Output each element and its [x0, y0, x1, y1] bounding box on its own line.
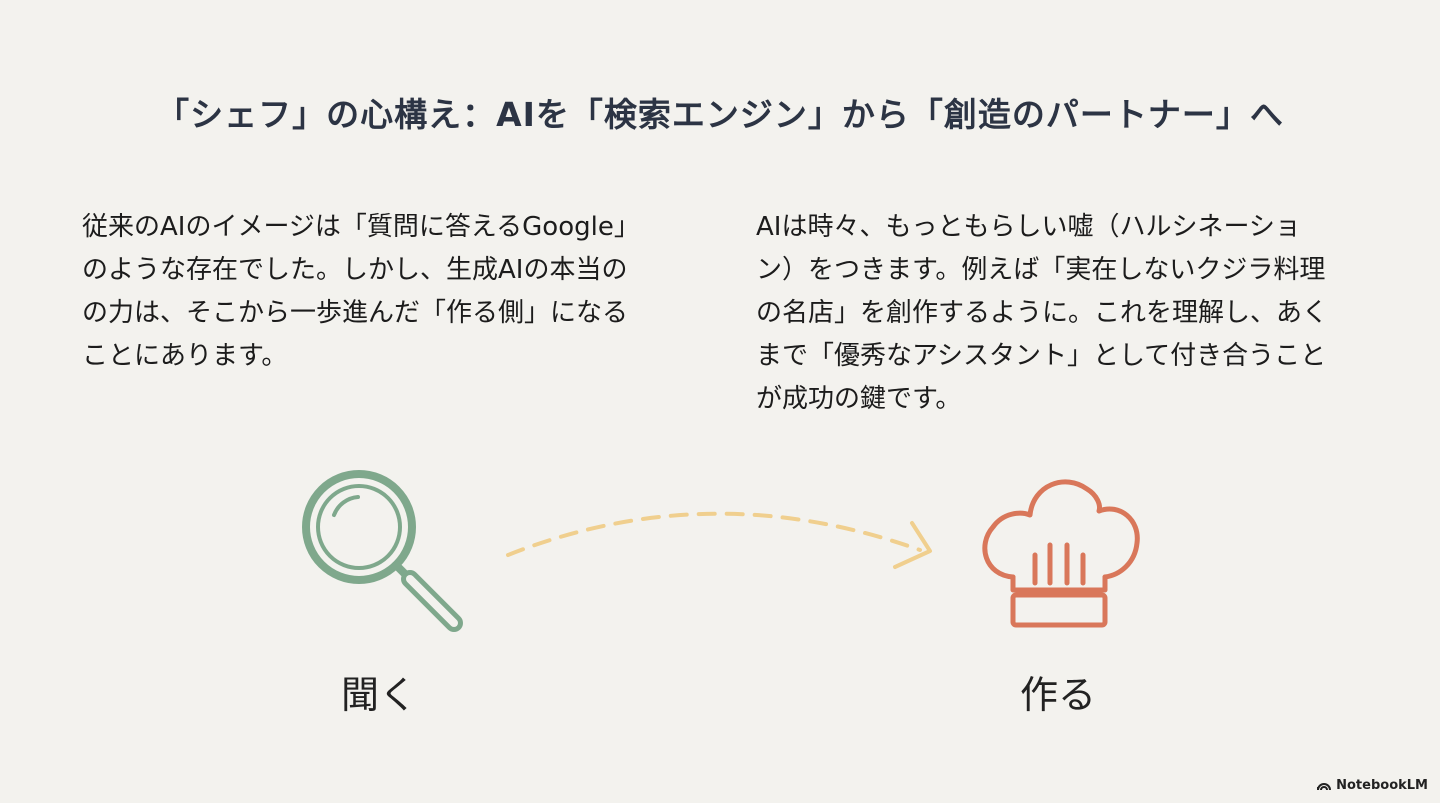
logo-text: NotebookLM — [1336, 778, 1428, 793]
chef-hat-icon — [982, 479, 1140, 628]
text-line: まで「優秀なアシスタント」として付き合うこと — [756, 341, 1327, 371]
create-label: 作る — [1020, 673, 1097, 717]
text-line: ン）をつきます。例えば「実在しないクジラ料理 — [756, 255, 1326, 285]
notebooklm-logo: NotebookLM — [1317, 778, 1428, 793]
notebooklm-icon — [1317, 783, 1332, 791]
dashed-arrow-icon — [506, 511, 932, 569]
text-line: が成功の鍵です。 — [756, 384, 962, 414]
text-line: ことにあります。 — [82, 341, 288, 371]
text-line: のような存在でした。しかし、生成AIの本当の — [82, 255, 628, 285]
text-line: AIは時々、もっともらしい嘘（ハルシネーショ — [756, 212, 1301, 242]
right-paragraph: AIは時々、もっともらしい嘘（ハルシネーショ ン）をつきます。例えば「実在しない… — [756, 206, 1328, 421]
slide-title: 「シェフ」の心構え：AIを「検索エンジン」から「創造のパートナー」へ — [156, 95, 1284, 134]
left-paragraph: 従来のAIのイメージは「質問に答えるGoogle」 のような存在でした。しかし、… — [82, 206, 640, 378]
text-line: の名店」を創作するように。これを理解し、あく — [756, 298, 1329, 328]
magnifying-glass-icon — [302, 470, 463, 632]
text-line: 従来のAIのイメージは「質問に答えるGoogle」 — [82, 212, 640, 242]
ask-label: 聞く — [341, 673, 418, 717]
text-line: の力は、そこから一歩進んだ「作る側」になる — [82, 298, 629, 328]
